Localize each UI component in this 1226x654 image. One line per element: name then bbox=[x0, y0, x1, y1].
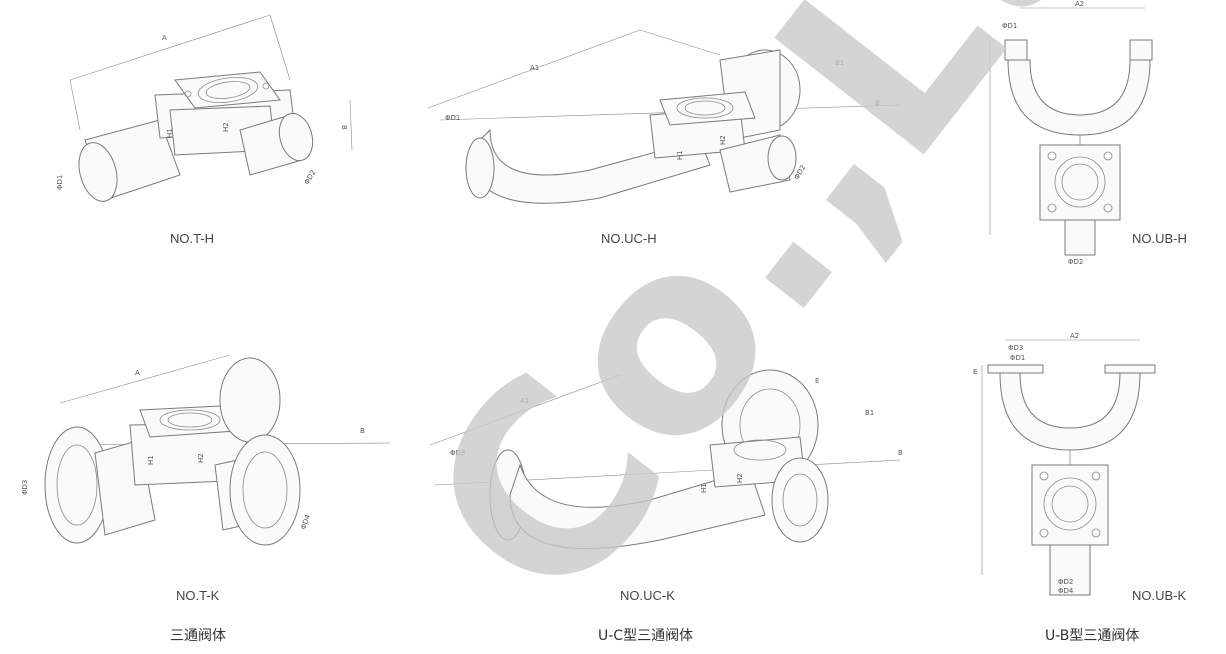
uc-h-dim-h2: H2 bbox=[719, 135, 727, 145]
t-group-caption: 三通阀体 bbox=[170, 628, 226, 644]
t-h-drawing: A B H1 H2 ΦD1 ΦD2 bbox=[56, 14, 353, 202]
t-h-code: NO.T-H bbox=[170, 231, 215, 246]
t-k-drawing: A B H1 H2 ΦD3 ΦD4 bbox=[21, 354, 391, 546]
t-k-dim-a: A bbox=[135, 369, 140, 377]
uc-k-dim-h1: H1 bbox=[700, 483, 708, 493]
ub-h-dim-a2: A2 bbox=[1075, 0, 1084, 8]
uc-group-caption: U-C型三通阀体 bbox=[598, 628, 694, 644]
ub-k-dim-d4: ΦD4 bbox=[1058, 587, 1074, 595]
uc-h-dim-h1: H1 bbox=[676, 150, 684, 160]
ub-h-dim-d2: ΦD2 bbox=[1068, 258, 1083, 266]
ub-group-caption: U-B型三通阀体 bbox=[1045, 628, 1140, 644]
t-k-dim-h1: H1 bbox=[147, 455, 155, 465]
ub-k-drawing: A2 ΦD3 ΦD1 E ΦD2 ΦD4 bbox=[973, 332, 1156, 596]
uc-h-code: NO.UC-H bbox=[601, 231, 657, 246]
ub-k-dim-d2: ΦD2 bbox=[1058, 578, 1073, 586]
ub-k-dim-d1: ΦD1 bbox=[1010, 354, 1025, 362]
uc-h-dim-d1: ΦD1 bbox=[445, 114, 460, 122]
t-h-dim-h2: H2 bbox=[222, 122, 230, 132]
ub-k-dim-a2: A2 bbox=[1070, 332, 1079, 340]
ub-k-dim-d3: ΦD3 bbox=[1008, 344, 1023, 352]
t-h-dim-b: B bbox=[340, 125, 348, 130]
t-h-dim-d2: ΦD2 bbox=[303, 169, 318, 186]
uc-h-drawing: A1 B1 B ΦD1 H1 H2 ΦD2 bbox=[427, 29, 900, 204]
uc-k-dim-b: B bbox=[898, 449, 903, 457]
ub-h-drawing: A2 ΦD1 ΦD2 bbox=[989, 0, 1153, 266]
ub-k-dim-e: E bbox=[973, 368, 977, 376]
uc-k-dim-b1: B1 bbox=[865, 409, 874, 417]
t-h-dim-d1: ΦD1 bbox=[56, 175, 64, 190]
uc-k-dim-d3: ΦD3 bbox=[450, 449, 465, 457]
uc-h-dim-b1: B1 bbox=[835, 59, 844, 67]
uc-k-dim-h2: H2 bbox=[736, 473, 744, 483]
uc-h-dim-b: B bbox=[875, 99, 880, 107]
t-k-dim-d4: ΦD4 bbox=[299, 513, 312, 531]
t-k-dim-h2: H2 bbox=[197, 453, 205, 463]
t-k-dim-b: B bbox=[360, 427, 365, 435]
t-k-code: NO.T-K bbox=[176, 588, 220, 603]
uc-k-code: NO.UC-K bbox=[620, 588, 675, 603]
uc-k-dim-a1: A1 bbox=[520, 397, 529, 405]
ub-k-code: NO.UB-K bbox=[1132, 588, 1187, 603]
uc-k-drawing: A1 E B1 B ΦD3 H1 H2 bbox=[429, 369, 903, 550]
uc-k-dim-e: E bbox=[815, 377, 819, 385]
t-h-dim-a: A bbox=[162, 34, 167, 42]
ub-h-dim-d1: ΦD1 bbox=[1002, 22, 1017, 30]
t-h-dim-h1: H1 bbox=[166, 128, 174, 138]
ub-h-code: NO.UB-H bbox=[1132, 231, 1187, 246]
uc-h-dim-a1: A1 bbox=[530, 64, 539, 72]
t-k-dim-d3: ΦD3 bbox=[21, 480, 29, 495]
